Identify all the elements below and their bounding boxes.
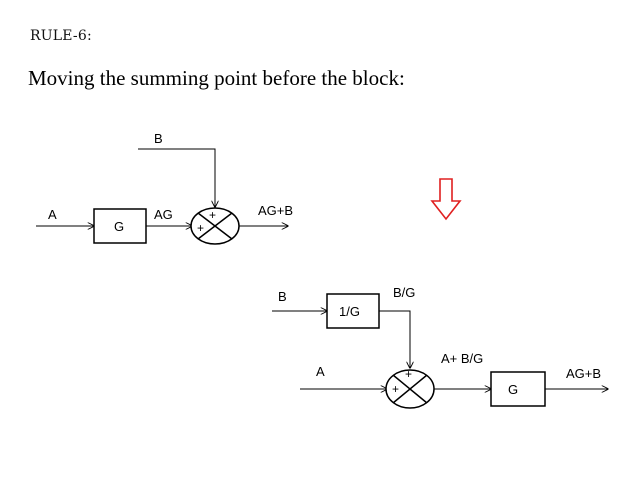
- top-block-g: [93, 208, 147, 244]
- top-plus-left: +: [197, 221, 204, 235]
- bottom-bg-label: B/G: [393, 285, 415, 300]
- top-output-label: AG+B: [258, 203, 293, 218]
- bottom-plus-left: +: [392, 382, 399, 396]
- top-block-g-label: G: [114, 219, 124, 234]
- original-diagram: A G AG B + + AG+B: [36, 131, 293, 245]
- top-input-a-label: A: [48, 207, 57, 222]
- down-arrow-icon: [430, 178, 462, 221]
- top-input-b-line: [138, 148, 215, 207]
- equivalent-diagram: B 1/G B/G A + + A+ B/G G AG+B: [272, 285, 608, 409]
- bottom-summing-point: [385, 369, 435, 409]
- bottom-plus-top: +: [405, 367, 412, 381]
- top-plus-top: +: [209, 208, 216, 222]
- slide-title: Moving the summing point before the bloc…: [28, 66, 405, 90]
- bottom-block-g-label: G: [508, 382, 518, 397]
- rule-label: RULE-6:: [30, 28, 92, 44]
- top-input-b-label: B: [154, 131, 163, 146]
- bottom-bg-line: [379, 310, 410, 368]
- bottom-block-inv-g-label: 1/G: [339, 304, 360, 319]
- bottom-sum-output-label: A+ B/G: [441, 351, 483, 366]
- top-ag-label: AG: [154, 207, 173, 222]
- bottom-output-label: AG+B: [566, 366, 601, 381]
- bottom-input-a-label: A: [316, 364, 325, 379]
- bottom-input-b-label: B: [278, 289, 287, 304]
- bottom-block-g: [490, 371, 546, 407]
